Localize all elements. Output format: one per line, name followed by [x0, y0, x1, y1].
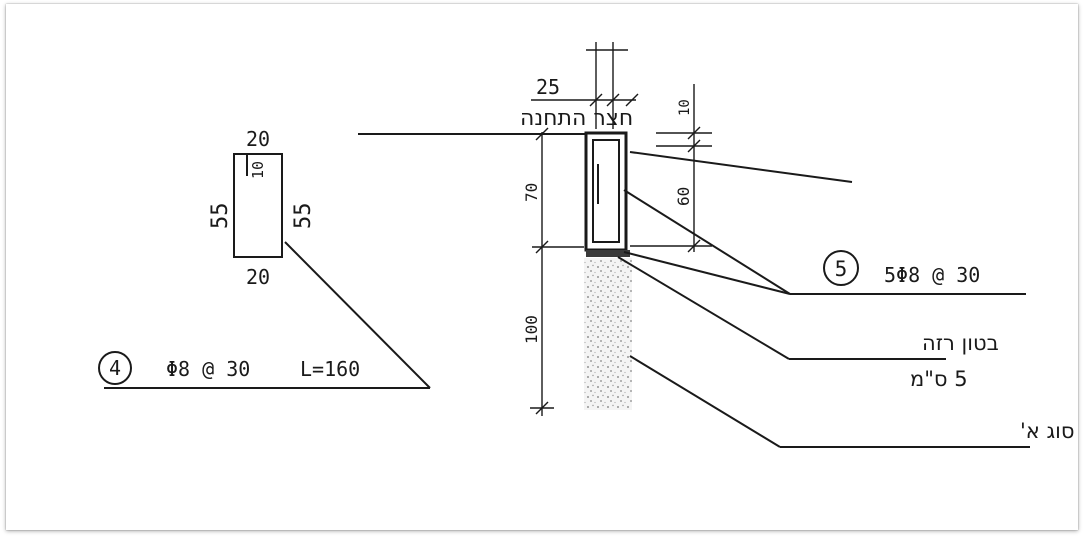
callout-5-circle — [823, 250, 859, 286]
right-tick-2 — [687, 139, 701, 153]
dim-top-cover: 10 — [677, 99, 693, 116]
left-tick-2 — [535, 240, 549, 254]
curb-section: חצר התחנה 25 10 60 70 — [358, 42, 1078, 448]
left-tick-1 — [535, 127, 549, 141]
gravel-label: מצע גרוס סוג א' — [1020, 419, 1078, 443]
rebar-leader-1 — [623, 189, 791, 295]
callout-4-text: Φ8 @ 30 — [166, 357, 250, 381]
engineering-drawing: 20 10 55 55 20 4 Φ8 @ 30 L=160 חצר התחנה — [98, 42, 1078, 448]
callout-4-length: L=160 — [300, 357, 360, 381]
gravel-leader — [629, 355, 781, 448]
stirrup-leader — [284, 241, 431, 389]
curb-rebar — [592, 139, 620, 243]
right-tick-3 — [687, 239, 701, 253]
dim-height-left: 70 — [522, 183, 541, 202]
concrete-label-1: בטון רזה — [922, 331, 999, 355]
dim-height-right: 60 — [674, 187, 693, 206]
concrete-label-2: 5 ס"מ — [910, 367, 968, 391]
stirrup-shape — [233, 153, 283, 258]
left-tick-3 — [535, 401, 549, 415]
curb-leader-top — [629, 151, 853, 183]
dim-below: 100 — [522, 315, 541, 344]
width-dim-text: 25 — [536, 75, 560, 99]
drawing-sheet: 20 10 55 55 20 4 Φ8 @ 30 L=160 חצר התחנה — [6, 4, 1078, 530]
stirrup-dim-left: 55 — [208, 203, 233, 230]
concrete-leader — [617, 256, 790, 360]
stirrup-dim-bottom: 20 — [246, 265, 270, 289]
station-yard-label: חצר התחנה — [520, 106, 633, 131]
lean-concrete — [586, 250, 630, 257]
stirrup-dim-inner: 10 — [249, 161, 267, 179]
stirrup-detail: 20 10 55 55 20 4 Φ8 @ 30 L=160 — [98, 127, 431, 389]
stirrup-dim-top: 20 — [246, 127, 270, 151]
width-tick-2 — [606, 93, 620, 107]
callout-5-number: 5 — [835, 257, 848, 281]
gravel-base — [584, 258, 632, 410]
width-tick-3 — [625, 93, 639, 107]
callout-5-text: 5Φ8 @ 30 — [884, 263, 980, 287]
callout-4-number: 4 — [109, 356, 121, 380]
rebar-leader-2 — [623, 251, 791, 295]
stirrup-dim-right: 55 — [291, 203, 316, 230]
right-tick-1 — [687, 126, 701, 140]
callout-4-circle — [98, 351, 132, 385]
width-tick-1 — [589, 93, 603, 107]
